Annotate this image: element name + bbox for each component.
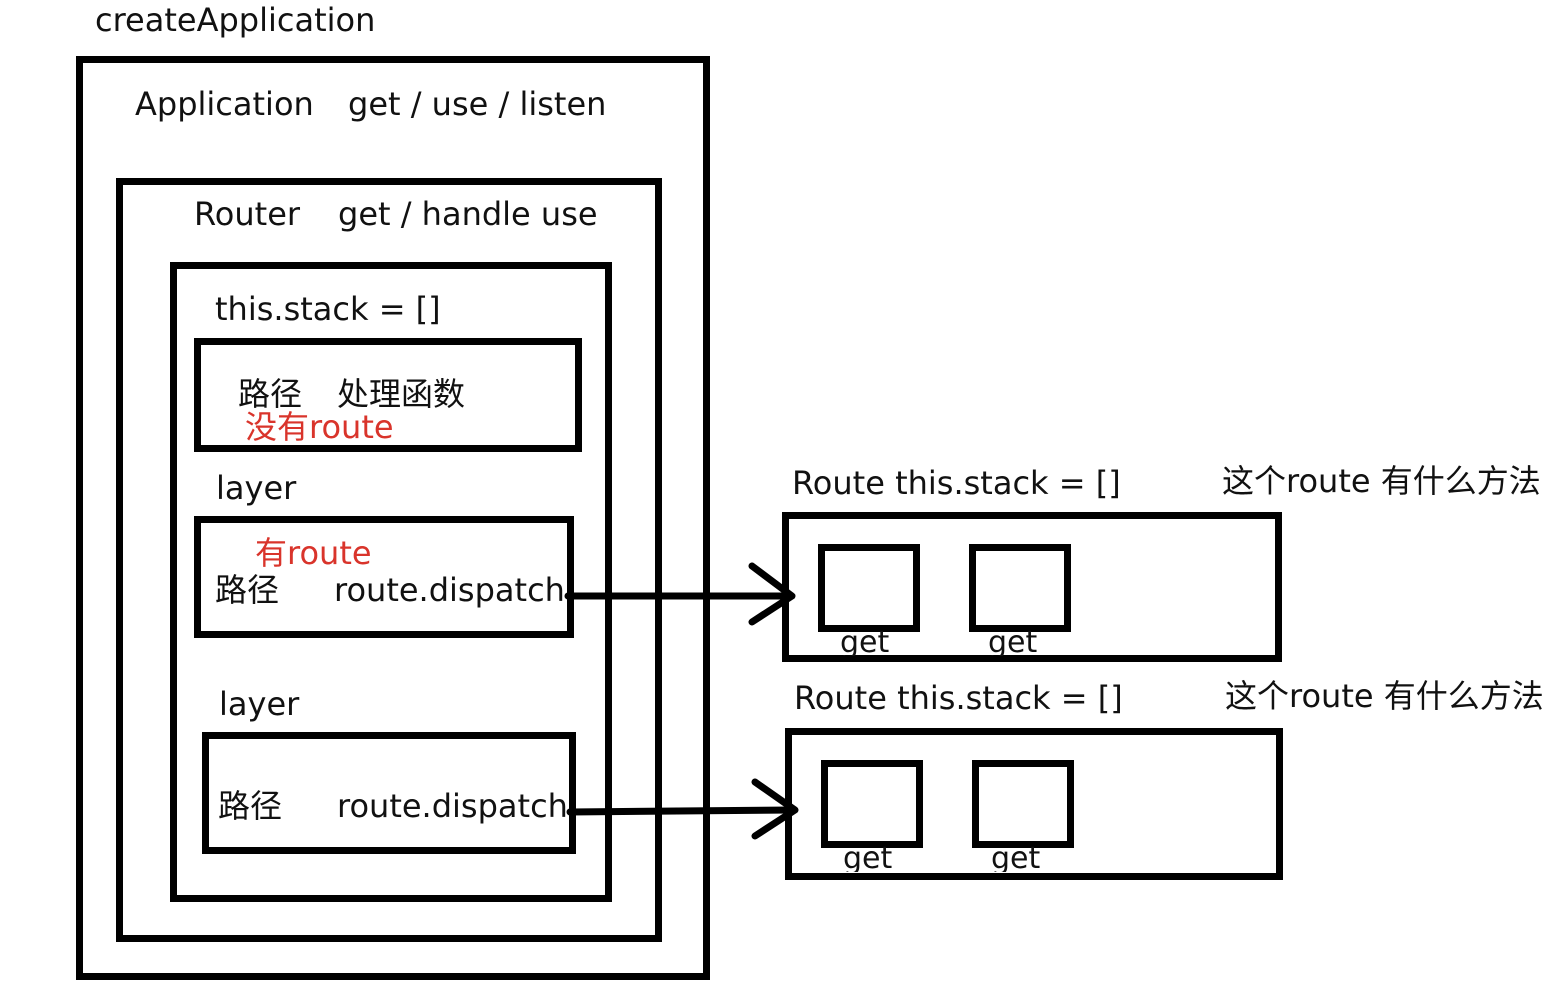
- stack-label: this.stack = []: [215, 290, 441, 328]
- route2-stack-item-2: [972, 760, 1074, 848]
- arrow-head-2: [751, 778, 799, 840]
- layer3-handler: route.dispatch: [337, 787, 568, 825]
- route1-stack-item-1: [818, 544, 920, 632]
- route2-label: Route this.stack = []: [794, 679, 1123, 717]
- route1-item2-label: get: [988, 626, 1038, 657]
- route1-item1-label-clip: get: [830, 626, 920, 657]
- application-box: [76, 56, 710, 980]
- route2-stack-item-1: [821, 760, 923, 848]
- route1-question: 这个route 有什么方法: [1222, 462, 1541, 500]
- layer3-path: 路径: [218, 787, 283, 825]
- route2-item1-label-clip: get: [833, 842, 923, 873]
- layer-label-2: layer: [219, 685, 300, 723]
- route2-item1-label: get: [843, 842, 893, 873]
- route2-item2-label: get: [991, 842, 1041, 873]
- layer2-handler: route.dispatch: [334, 571, 565, 609]
- application-methods: get / use / listen: [348, 85, 607, 123]
- route1-label: Route this.stack = []: [792, 464, 1121, 502]
- route2-item2-label-clip: get: [981, 842, 1071, 873]
- router-box: [116, 178, 662, 942]
- layer-box-2: [194, 516, 574, 638]
- stack-box: [170, 262, 612, 902]
- route1-item2-label-clip: get: [978, 626, 1068, 657]
- route1-stack-item-2: [969, 544, 1071, 632]
- layer-box-3: [202, 732, 576, 854]
- route1-item1-label: get: [840, 626, 890, 657]
- router-methods: get / handle use: [338, 195, 598, 233]
- layer1-handler: 处理函数: [337, 375, 466, 413]
- route2-question: 这个route 有什么方法: [1225, 677, 1544, 715]
- diagram-title: createApplication: [95, 1, 376, 39]
- layer2-note: 有route: [255, 534, 372, 572]
- layer2-path: 路径: [215, 571, 280, 609]
- application-name: Application: [135, 85, 314, 123]
- layer-label-1: layer: [216, 469, 297, 507]
- layer1-path: 路径: [238, 375, 303, 413]
- layer-box-1: [194, 338, 582, 452]
- arrow-head-1: [748, 562, 796, 626]
- router-name: Router: [194, 195, 301, 233]
- arrow-layer3-to-route2: [566, 806, 797, 816]
- layer1-note: 没有route: [245, 408, 394, 446]
